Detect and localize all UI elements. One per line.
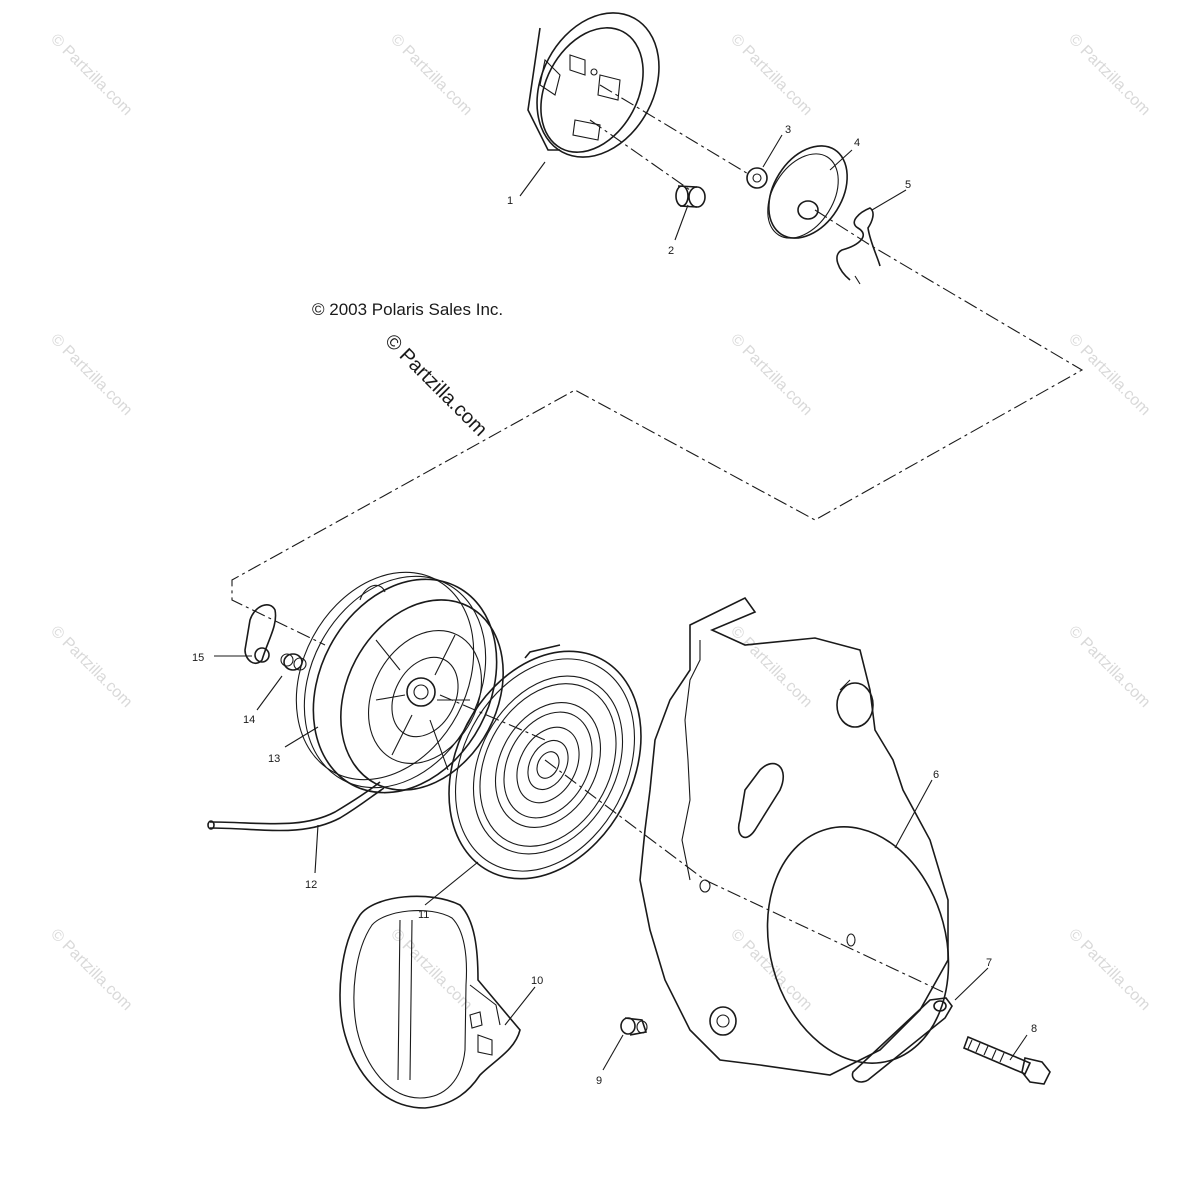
- watermark: © Partzilla.com: [727, 331, 815, 419]
- part-6-recoil-housing: [639, 596, 950, 1076]
- part-4-plate: [767, 145, 848, 239]
- callout-4: 4: [854, 137, 860, 149]
- part-13-pulley: [295, 571, 504, 794]
- callout-6: 6: [933, 769, 939, 781]
- callout-7: 7: [986, 957, 992, 969]
- part-2-plug: [675, 185, 706, 208]
- callout-13: 13: [268, 753, 280, 765]
- callout-12: 12: [305, 879, 317, 891]
- watermark: © Partzilla.com: [47, 331, 135, 419]
- watermark: © Partzilla.com: [387, 926, 475, 1014]
- callout-15: 15: [192, 652, 204, 664]
- copyright-notice: © 2003 Polaris Sales Inc.: [312, 300, 503, 319]
- watermark: © Partzilla.com: [1065, 926, 1153, 1014]
- part-5-spring-clip: [836, 207, 881, 285]
- watermark: © Partzilla.com: [727, 623, 815, 711]
- part-8-bolt: [962, 1035, 1051, 1085]
- callout-leaders: [214, 134, 1028, 1071]
- part-9-plug-screw: [620, 1017, 648, 1036]
- part-11-recoil-spring: [448, 644, 642, 880]
- part-3-nut: [746, 167, 768, 189]
- callout-11: 11: [418, 909, 429, 921]
- callout-10: 10: [531, 975, 543, 987]
- callout-5: 5: [905, 179, 911, 191]
- callout-labels: 1 2 3 4 5 6 7 8 9 10 11 12 13 14 15: [192, 124, 1037, 1087]
- callout-3: 3: [785, 124, 791, 136]
- callout-9: 9: [596, 1075, 602, 1087]
- part-1-drive-cup: [527, 12, 660, 158]
- watermark: © Partzilla.com: [727, 31, 815, 119]
- part-15-pawl: [244, 604, 277, 665]
- callout-2: 2: [668, 245, 674, 257]
- watermark: © Partzilla.com: [1065, 623, 1153, 711]
- assembly-guide-lines: [231, 84, 1084, 993]
- watermark: © Partzilla.com: [47, 623, 135, 711]
- callout-1: 1: [507, 195, 513, 207]
- callout-8: 8: [1031, 1023, 1037, 1035]
- watermark: © Partzilla.com: [727, 926, 815, 1014]
- watermark-grid: © Partzilla.com © Partzilla.com © Partzi…: [47, 31, 1153, 1014]
- part-10-handle: [339, 895, 521, 1109]
- watermark: © Partzilla.com: [47, 926, 135, 1014]
- brand-watermark: © Partzilla.com: [380, 330, 491, 441]
- callout-14: 14: [243, 714, 255, 726]
- watermark: © Partzilla.com: [387, 31, 475, 119]
- watermark: © Partzilla.com: [47, 31, 135, 119]
- part-7-bracket: [851, 997, 953, 1083]
- watermark: © Partzilla.com: [1065, 31, 1153, 119]
- part-12-rope: [207, 781, 385, 832]
- watermark: © Partzilla.com: [1065, 331, 1153, 419]
